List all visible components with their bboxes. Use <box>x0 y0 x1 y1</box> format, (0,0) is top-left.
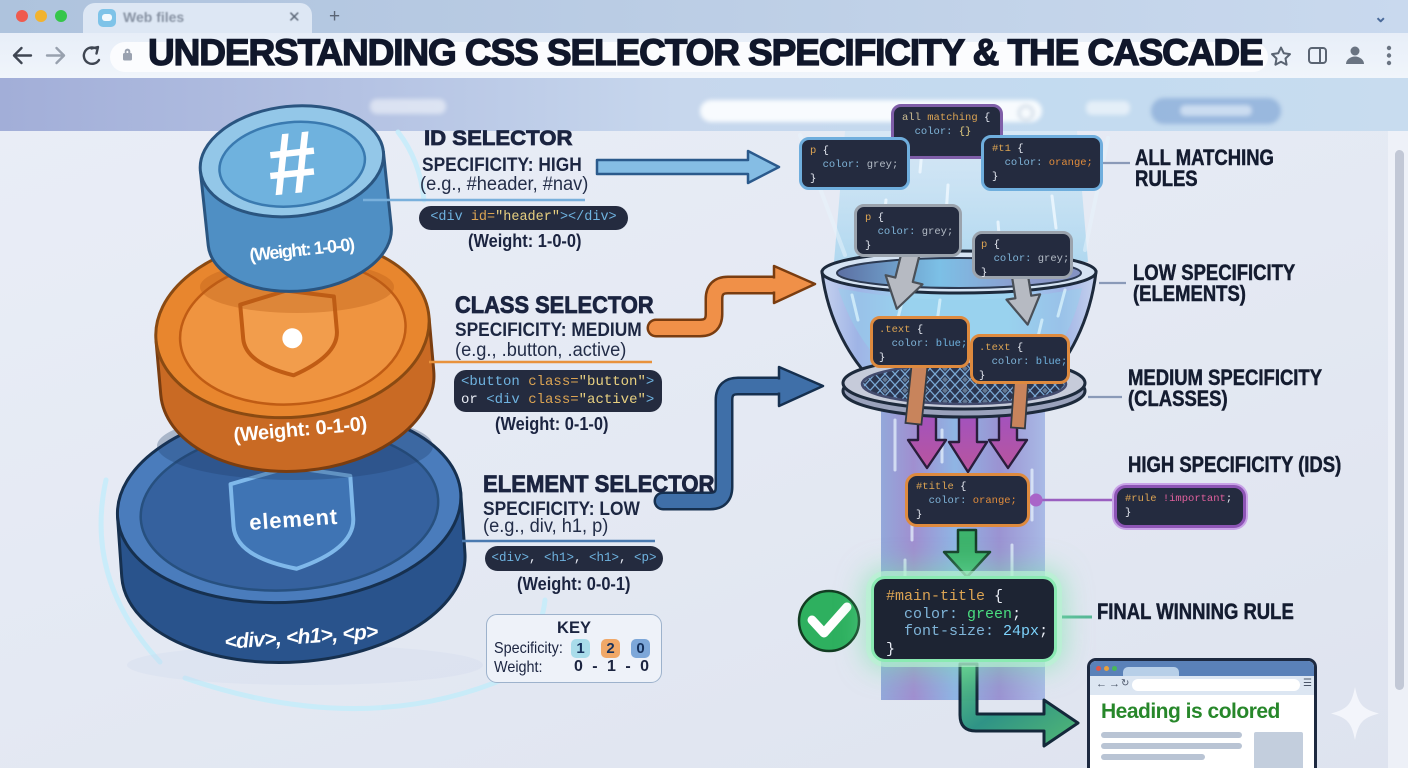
svg-text:#: # <box>263 111 322 215</box>
svg-text:element: element <box>248 504 338 535</box>
